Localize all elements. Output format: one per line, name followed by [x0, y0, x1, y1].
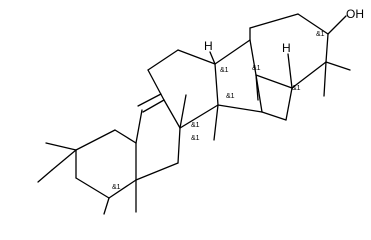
methyl-bond — [45, 142, 77, 151]
methyl-bond — [213, 104, 219, 141]
stereo-label: &1 — [226, 93, 235, 100]
methyl-bond — [325, 61, 351, 71]
methyl-bond — [51, 149, 77, 171]
stereo-label: &1 — [252, 65, 261, 72]
stereo-label: &1 — [112, 184, 121, 191]
hydroxyl-bond — [327, 15, 347, 35]
bond — [163, 99, 181, 129]
ring-d — [214, 39, 263, 113]
bond — [214, 63, 219, 106]
double-bond — [142, 99, 165, 113]
ring-c — [147, 49, 219, 129]
bond — [217, 104, 263, 113]
bond — [179, 104, 219, 129]
bond — [135, 109, 143, 144]
bond — [135, 162, 179, 181]
methyl-groups — [37, 15, 351, 215]
bond — [285, 87, 293, 121]
ring-a — [75, 129, 137, 199]
bond — [297, 13, 329, 35]
bond — [249, 39, 257, 76]
bond — [75, 177, 110, 199]
molecule-drawing: OH H H &1 &1 &1 &1 &1 &1 &1 &1 — [37, 7, 364, 215]
bond — [108, 179, 137, 199]
bond — [261, 111, 287, 121]
bond — [249, 13, 299, 29]
stereo-label: &1 — [191, 135, 200, 142]
hydrogen-label: H — [204, 39, 213, 53]
bond — [291, 61, 327, 89]
bond — [255, 74, 293, 89]
methyl-bond — [103, 197, 110, 215]
methyl-bond — [323, 61, 327, 97]
stereo-label: &1 — [316, 31, 325, 38]
hydrogen-bonds — [209, 51, 293, 89]
structure-diagram: OH H H &1 &1 &1 &1 &1 &1 &1 &1 — [37, 7, 364, 215]
stereo-label: &1 — [292, 85, 301, 92]
methyl-bond — [37, 169, 53, 183]
bond — [114, 129, 137, 144]
stereo-label: &1 — [191, 122, 200, 129]
ring-e — [249, 13, 329, 121]
bond — [147, 49, 179, 71]
bond — [177, 127, 181, 164]
hydrogen-bond — [209, 51, 216, 65]
hydrogen-bond — [287, 53, 293, 89]
bond — [325, 33, 329, 63]
stereo-label: &1 — [220, 67, 229, 74]
bond — [75, 129, 116, 151]
methyl-bond — [255, 74, 259, 101]
double-bond — [137, 93, 162, 107]
bond — [214, 39, 251, 65]
methyl-bond — [179, 94, 187, 129]
bond — [147, 69, 165, 101]
bond — [177, 49, 216, 65]
hydroxyl-label: OH — [346, 7, 364, 21]
hydrogen-label: H — [282, 41, 291, 55]
ring-b — [135, 93, 181, 181]
